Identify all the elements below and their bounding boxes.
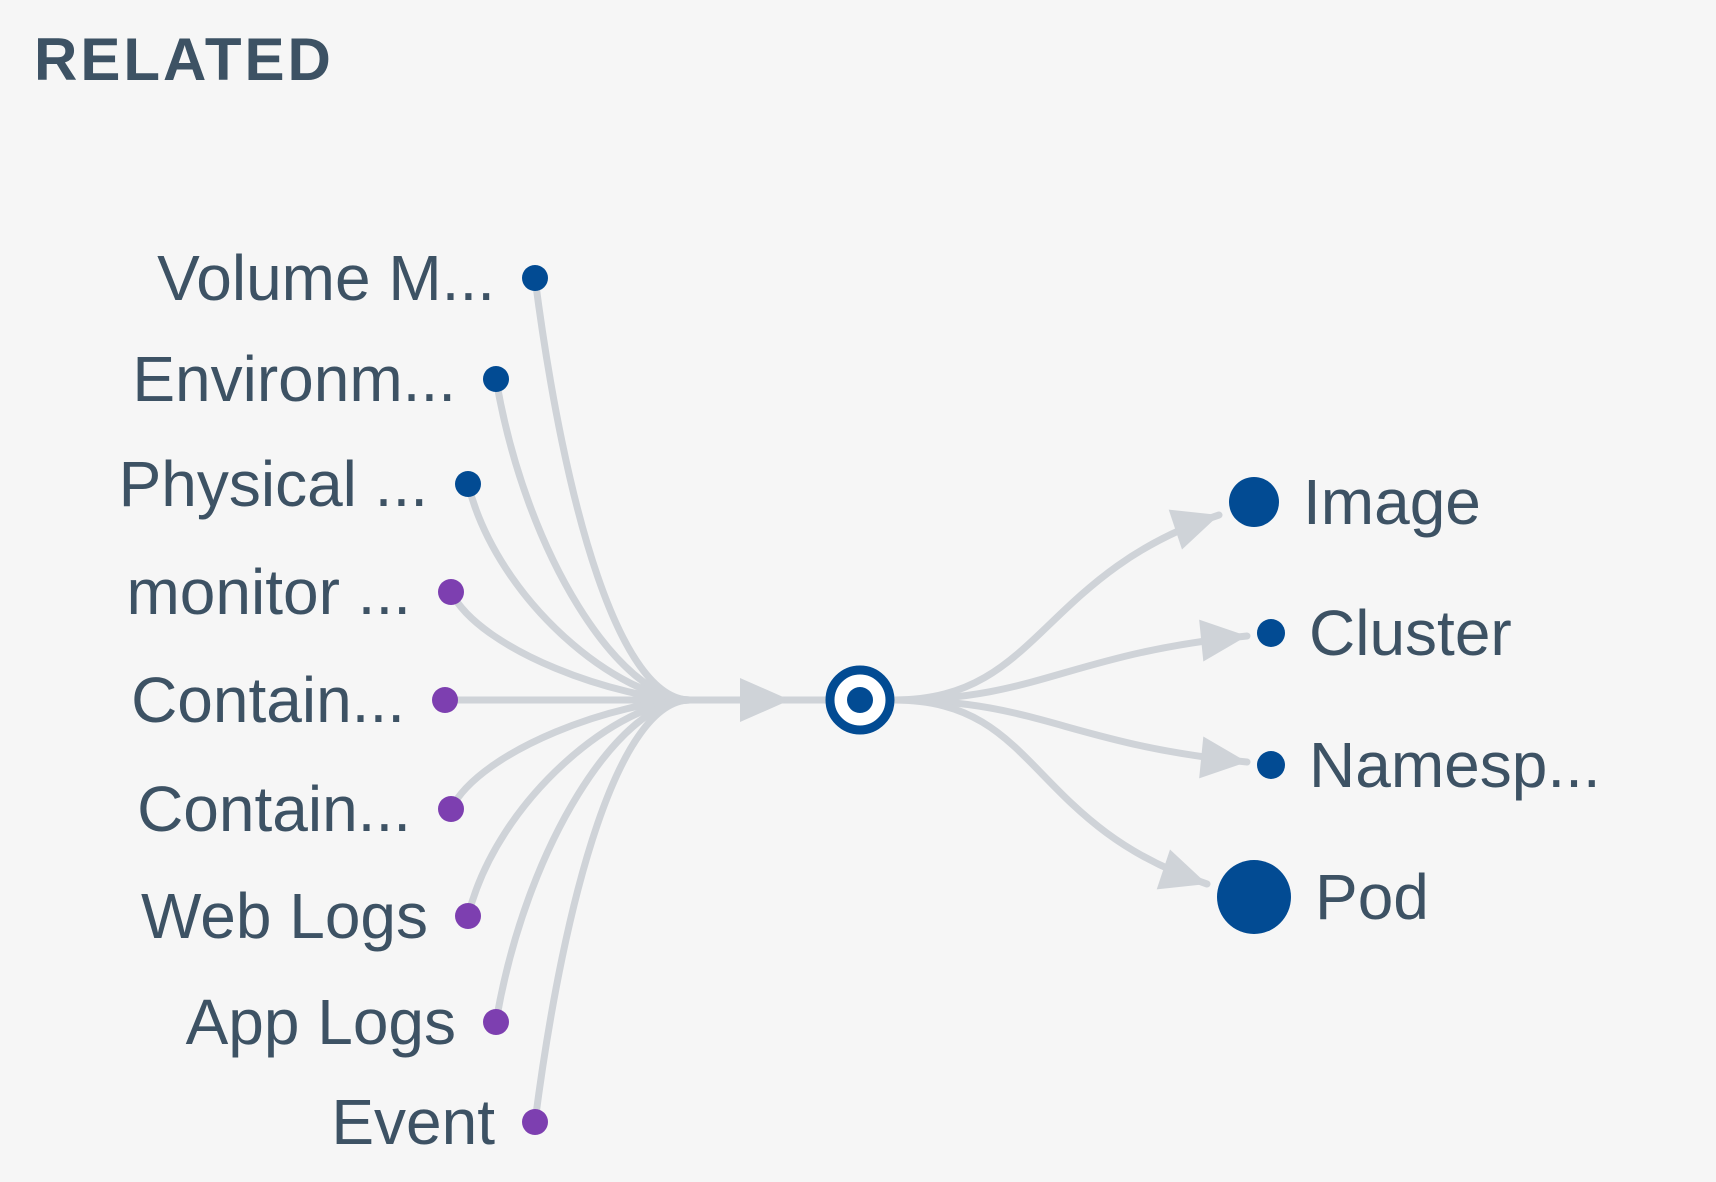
- upstream-node[interactable]: App Logs: [186, 986, 509, 1058]
- node-dot[interactable]: [455, 903, 481, 929]
- node-dot[interactable]: [1257, 619, 1285, 647]
- upstream-node[interactable]: Physical ...: [119, 448, 481, 520]
- node-label: Contain...: [137, 773, 411, 845]
- node-dot[interactable]: [483, 1009, 509, 1035]
- graph-edges: [441, 274, 1251, 1126]
- node-dot[interactable]: [522, 1109, 548, 1135]
- downstream-edge: [890, 696, 1251, 766]
- downstream-node[interactable]: Cluster: [1257, 597, 1512, 669]
- node-dot[interactable]: [483, 366, 509, 392]
- upstream-node[interactable]: Contain...: [131, 664, 458, 736]
- arrow-icon: [1168, 509, 1219, 550]
- node-label: Image: [1303, 466, 1481, 538]
- upstream-node[interactable]: monitor ...: [126, 556, 464, 628]
- upstream-node[interactable]: Volume M...: [157, 242, 548, 314]
- node-dot[interactable]: [1257, 751, 1285, 779]
- downstream-node[interactable]: Namesp...: [1257, 729, 1601, 801]
- graph-nodes: Volume M... Environm... Physical ... monito…: [119, 242, 1601, 1158]
- upstream-node[interactable]: Event: [331, 1086, 548, 1158]
- node-label: Physical ...: [119, 448, 428, 520]
- upstream-edge: [531, 696, 694, 1126]
- related-title: RELATED: [34, 26, 334, 93]
- downstream-edge: [890, 632, 1251, 704]
- node-label: App Logs: [186, 986, 456, 1058]
- node-dot[interactable]: [522, 265, 548, 291]
- node-dot[interactable]: [1229, 477, 1279, 527]
- node-dot[interactable]: [455, 471, 481, 497]
- node-label: Web Logs: [141, 880, 428, 952]
- node-dot[interactable]: [432, 687, 458, 713]
- downstream-edge: [890, 696, 1211, 888]
- upstream-node[interactable]: Environm...: [132, 343, 509, 415]
- node-label: Event: [331, 1086, 495, 1158]
- downstream-node[interactable]: Pod: [1217, 860, 1429, 934]
- node-dot[interactable]: [438, 796, 464, 822]
- node-label: Environm...: [132, 343, 456, 415]
- arrow-icon: [1199, 619, 1247, 662]
- center-node[interactable]: [825, 665, 895, 735]
- node-label: Pod: [1315, 861, 1429, 933]
- downstream-node[interactable]: Image: [1229, 466, 1481, 538]
- arrow-icon: [1156, 849, 1207, 890]
- node-dot[interactable]: [438, 579, 464, 605]
- target-icon: [847, 687, 873, 713]
- node-label: Namesp...: [1309, 729, 1601, 801]
- downstream-edge: [890, 511, 1223, 704]
- upstream-node[interactable]: Web Logs: [141, 880, 481, 952]
- arrow-icon: [1199, 736, 1247, 779]
- node-label: Contain...: [131, 664, 405, 736]
- node-label: Volume M...: [157, 242, 495, 314]
- node-label: Cluster: [1309, 597, 1512, 669]
- node-dot[interactable]: [1217, 860, 1291, 934]
- arrow-icon: [740, 678, 790, 722]
- upstream-node[interactable]: Contain...: [137, 773, 464, 845]
- upstream-edge: [531, 274, 694, 704]
- node-label: monitor ...: [126, 556, 411, 628]
